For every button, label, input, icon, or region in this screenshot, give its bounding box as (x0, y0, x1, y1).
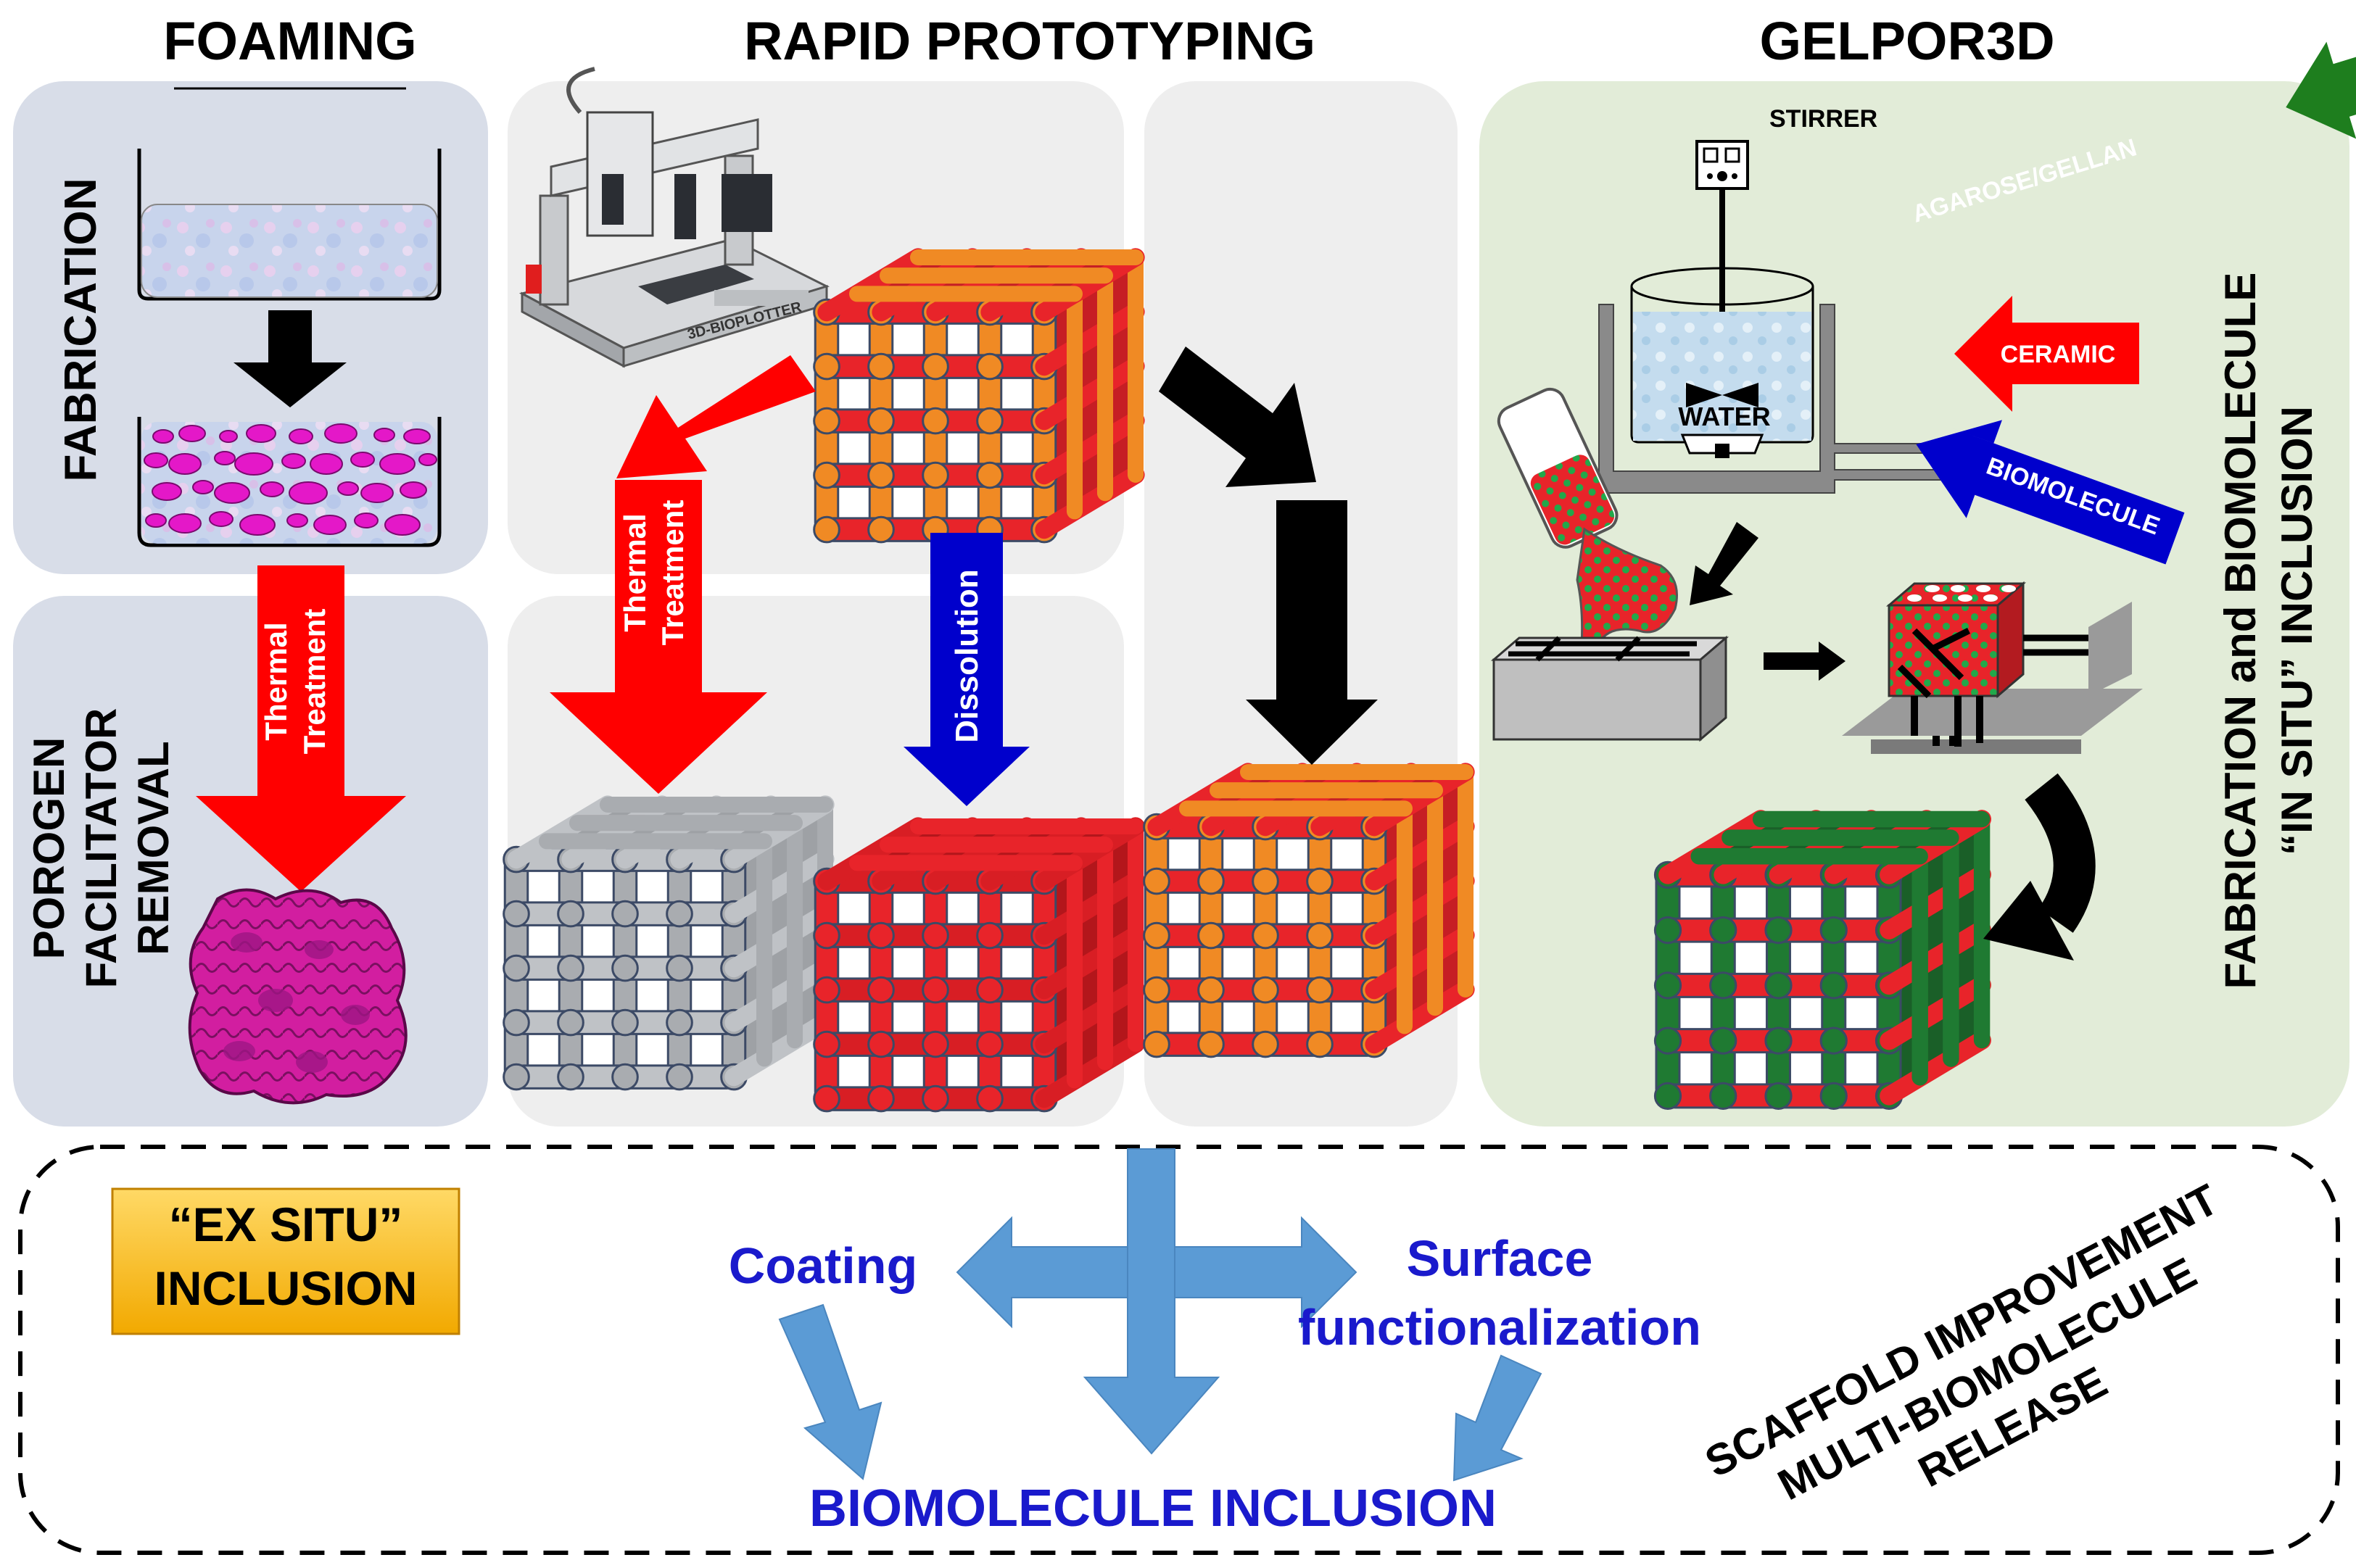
scaffold-cube-red-orange (813, 248, 1145, 544)
stirrer-apparatus (1598, 140, 1941, 494)
ex-situ-line2: INCLUSION (154, 1261, 418, 1315)
ex-situ-dashed-box (18, 1145, 2340, 1555)
heading-foaming: FOAMING (163, 11, 416, 71)
gelpor-side-line2: “IN SITU” INCLUSION (2273, 406, 2321, 855)
heading-gelpor3d: GELPOR3D (1759, 11, 2054, 71)
dissolution-label: Dissolution (949, 569, 985, 743)
biomolecule-inclusion-label: BIOMOLECULE INCLUSION (809, 1480, 1497, 1538)
ex-situ-line1: “EX SITU” (169, 1198, 403, 1251)
foam-container-porogen (137, 417, 442, 547)
mold-block-image (1490, 635, 1729, 742)
thermal-treatment-arrow-red-rapid-icon (550, 480, 767, 794)
rapid-thermal-line1: Thermal (618, 513, 652, 631)
foaming-thermal-line2: Treatment (297, 609, 331, 755)
removal-line2: FACILITATOR (77, 708, 125, 989)
scaffold-cube-red-orange-right (1143, 763, 1475, 1058)
ceramic-arrow-red-icon (1954, 296, 2139, 412)
gelpor-side-line1: FABRICATION and BIOMOLECULE (2216, 273, 2265, 990)
down-arrow-black-icon (233, 310, 347, 407)
pour-arrow-black-icon (1690, 522, 1758, 605)
thermal-treatment-arrow-red-icon (196, 565, 406, 892)
bioplotter-machine-image: 3D-BIOPLOTTER (518, 67, 830, 368)
stirrer-label: STIRRER (1769, 105, 1877, 133)
scaffold-cube-red-green (1653, 810, 1991, 1110)
dissolution-arrow-blue-icon (904, 533, 1030, 806)
diagonal-arrow-red-icon (616, 355, 816, 478)
rapid-thermal-line2: Treatment (656, 500, 690, 646)
removal-line1: POROGEN (25, 737, 73, 960)
ex-situ-badge: “EX SITU” INCLUSION (111, 1187, 460, 1335)
curved-arrow-black-icon (1983, 773, 2096, 961)
surface-line1: Surface (1407, 1230, 1593, 1287)
biomolecule-arrow-blue-icon (1916, 420, 2185, 565)
heading-rapid-prototyping: RAPID PROTOTYPING (744, 11, 1315, 71)
foaming-thermal-line1: Thermal (259, 622, 293, 740)
coating-label: Coating (729, 1237, 918, 1294)
down-arrow-black-right-icon (1246, 500, 1378, 765)
removal-line3: REMOVAL (129, 741, 178, 955)
surface-line2: functionalization (1298, 1299, 1701, 1356)
diagonal-arrow-black-icon (1159, 347, 1316, 487)
ceramic-label: CERAMIC (2001, 341, 2116, 368)
mold-to-gel-arrow-black-icon (1764, 642, 1845, 681)
fabrication-label: FABRICATION (56, 178, 106, 481)
gel-block-image (1842, 581, 2143, 754)
foam-container-top (137, 87, 442, 301)
porous-foam-scaffold-image (188, 888, 408, 1105)
pouring-tube-image (1497, 387, 1678, 658)
scaffold-cube-red (813, 817, 1145, 1113)
water-label: WATER (1678, 402, 1770, 431)
scaffold-cube-grey (503, 795, 835, 1091)
cross-arrows-light-blue-icon (778, 1148, 1542, 1482)
